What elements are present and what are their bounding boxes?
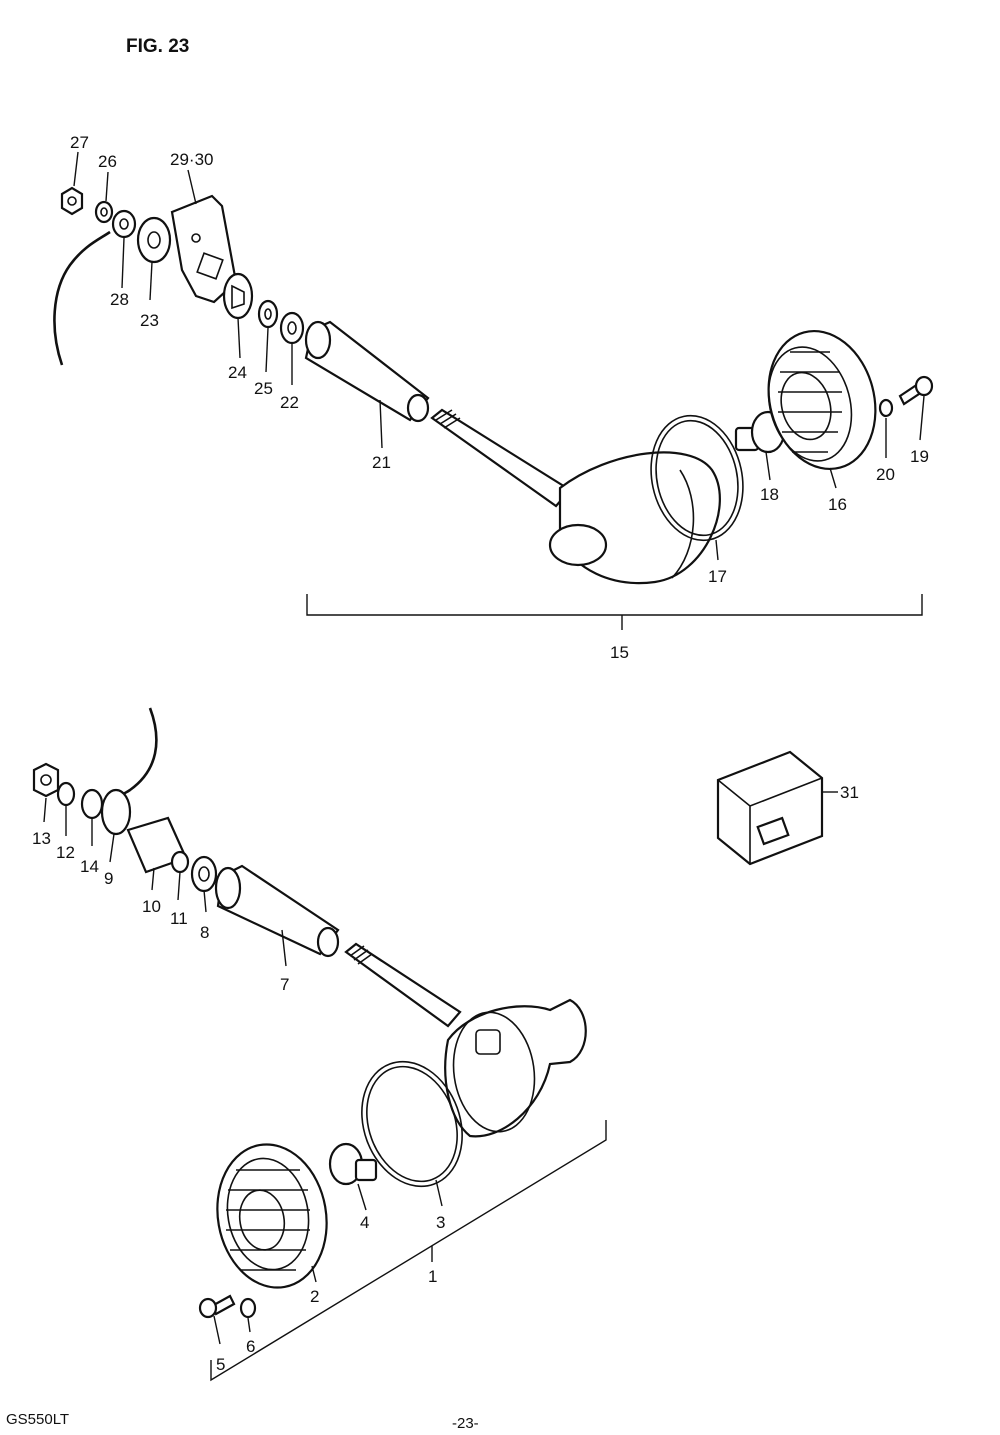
part-27-nut [60,186,84,216]
callout-29-30: 29·30 [170,150,213,169]
callout-11: 11 [170,909,188,928]
part-5-screw [198,1294,236,1319]
upper-wire [53,230,111,366]
part-26-washer [94,200,114,224]
part-24-bushing [222,272,254,320]
callout-25: 25 [254,379,273,398]
callout-6: 6 [246,1337,255,1356]
callout-22: 22 [280,393,299,412]
callout-24: 24 [228,363,247,382]
part-8-washer [190,855,218,893]
upper-turn-signal-assembly [53,186,934,630]
callout-19: 19 [910,447,929,466]
callout-3: 3 [436,1213,445,1232]
part-12-washer [56,781,76,807]
part-17-gasket [650,414,744,542]
part-14-terminal [80,788,104,820]
callout-14: 14 [80,857,99,876]
callout-13: 13 [32,829,51,848]
callout-5: 5 [216,1355,225,1374]
part-28-terminal [111,209,137,239]
part-23-washer [136,216,172,264]
bracket-15 [306,594,923,616]
callout-9: 9 [104,869,113,888]
upper-leader-lines [73,151,925,561]
callout-15: 15 [610,643,629,662]
callout-2: 2 [310,1287,319,1306]
part-7-sleeve [214,864,340,958]
callout-28: 28 [110,290,129,309]
part-3-gasket [361,1060,463,1188]
callout-8: 8 [200,923,209,942]
part-21-sleeve [304,320,430,423]
upper-housing [548,451,721,585]
callout-26: 26 [98,152,117,171]
bracket-1 [210,1120,607,1382]
callout-1: 1 [428,1267,437,1286]
part-20-washer [878,398,894,418]
callout-10: 10 [142,897,161,916]
lower-housing [444,998,587,1138]
callout-18: 18 [760,485,779,504]
callout-31: 31 [840,783,859,802]
callout-labels: 27 26 29·30 28 23 24 25 22 21 18 16 20 1… [32,133,929,1374]
callout-17: 17 [708,567,727,586]
callout-20: 20 [876,465,895,484]
callout-4: 4 [360,1213,369,1232]
part-16-lens [767,329,877,471]
part-18-bulb [734,410,786,454]
callout-12: 12 [56,843,75,862]
part-31-relay [716,750,838,866]
callout-21: 21 [372,453,391,472]
callout-27: 27 [70,133,89,152]
part-9-washer [100,788,132,836]
part-6-washer [239,1297,257,1319]
lower-turn-signal-assembly [32,707,607,1382]
part-19-screw [898,375,934,406]
part-25-washer [257,299,279,329]
callout-7: 7 [280,975,289,994]
lower-leader-lines [43,797,443,1345]
part-2-lens [216,1143,328,1289]
part-13-nut [32,762,60,798]
figure-title: FIG. 23 [126,36,189,57]
callout-16: 16 [828,495,847,514]
part-22-washer [279,311,305,345]
callout-23: 23 [140,311,159,330]
footer-model: GS550LT [6,1411,69,1428]
lower-wire [99,707,158,808]
part-11-washer [170,850,190,874]
footer-page-number: -23- [452,1415,479,1432]
part-4-bulb [328,1142,378,1186]
